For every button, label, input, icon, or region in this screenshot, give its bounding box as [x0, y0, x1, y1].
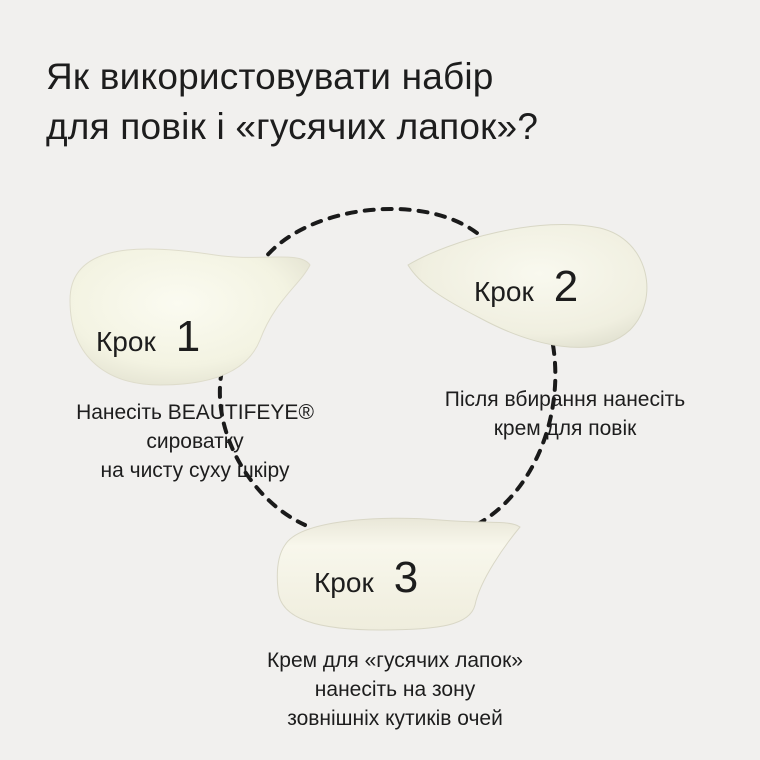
step-2-description: Після вбирання нанесіть крем для повік	[400, 385, 730, 443]
step-3-number: 3	[393, 553, 419, 602]
step-3-description-line: нанесіть на зону	[314, 678, 476, 701]
title-line-2: для повік і «гусячих лапок»?	[46, 106, 539, 147]
step-1-description: Нанесіть BEAUTIFEYE® сироватку на чисту …	[40, 398, 350, 485]
step-3-description-line: зовнішніх кутиків очей	[287, 707, 503, 730]
step-1-label: Крок 1	[96, 312, 200, 362]
cream-swatch-2	[407, 223, 648, 348]
page-title: Як використовувати набір для повік і «гу…	[46, 52, 706, 152]
step-1-description-line: Нанесіть BEAUTIFEYE®	[76, 401, 314, 424]
step-3-description: Крем для «гусячих лапок» нанесіть на зон…	[225, 646, 565, 733]
cream-swatch-3	[276, 517, 521, 631]
dashed-connector-2-3	[468, 343, 558, 530]
step-3-word: Крок	[314, 567, 374, 598]
title-line-1: Як використовувати набір	[46, 56, 494, 97]
dashed-connector-1-3	[217, 368, 307, 527]
step-1-number: 1	[175, 312, 201, 361]
step-3-description-line: Крем для «гусячих лапок»	[267, 649, 523, 672]
step-2-label: Крок 2	[474, 262, 578, 312]
step-2-description-line: крем для повік	[493, 417, 637, 440]
step-2-description-line: Після вбирання нанесіть	[444, 388, 686, 411]
step-1-description-line: на чисту суху шкіру	[100, 459, 290, 482]
step-2-word: Крок	[474, 276, 534, 307]
step-2-number: 2	[553, 262, 579, 311]
step-1-word: Крок	[96, 326, 156, 357]
step-1-description-line: сироватку	[146, 430, 244, 453]
step-3-label: Крок 3	[314, 553, 418, 603]
dashed-connector-1-2	[248, 206, 487, 287]
cream-swatch-1	[69, 248, 311, 386]
